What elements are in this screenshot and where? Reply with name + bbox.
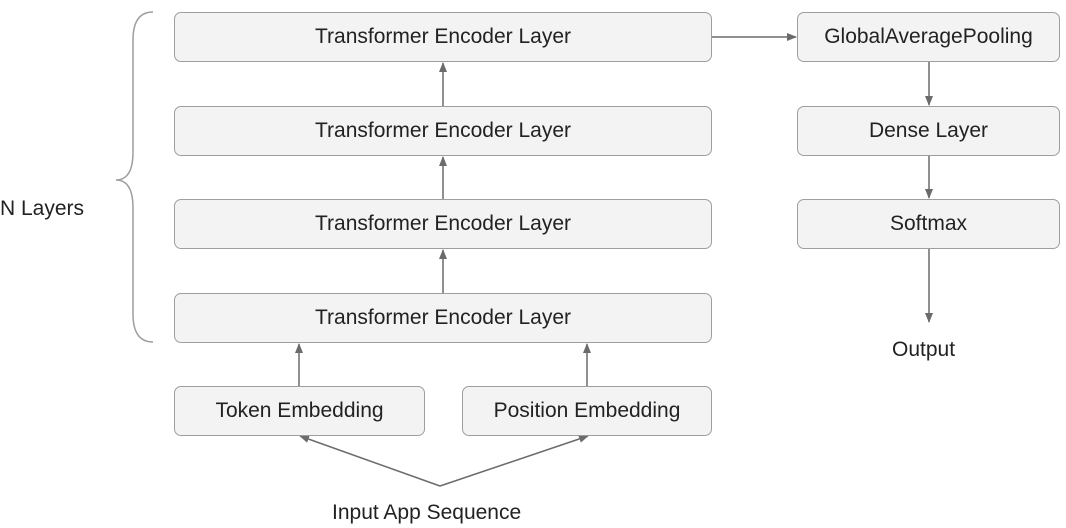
transformer-encoder-layer-4: Transformer Encoder Layer bbox=[174, 12, 712, 62]
dense-layer-box: Dense Layer bbox=[797, 106, 1060, 156]
position-embedding-box: Position Embedding bbox=[462, 386, 712, 436]
arrow-input-to-token bbox=[299, 435, 441, 487]
transformer-encoder-layer-2: Transformer Encoder Layer bbox=[174, 199, 712, 249]
output-label: Output bbox=[892, 338, 956, 361]
input-app-sequence-label: Input App Sequence bbox=[332, 501, 522, 524]
transformer-encoder-layer-3: Transformer Encoder Layer bbox=[174, 106, 712, 156]
encoder-layer-label: Transformer Encoder Layer bbox=[315, 25, 571, 48]
pooling-label: GlobalAveragePooling bbox=[824, 25, 1033, 48]
transformer-encoder-layer-1: Transformer Encoder Layer bbox=[174, 293, 712, 343]
softmax-label: Softmax bbox=[889, 212, 968, 235]
softmax-box: Softmax bbox=[797, 199, 1060, 249]
position-embedding-label: Position Embedding bbox=[493, 399, 681, 422]
token-embedding-box: Token Embedding bbox=[174, 386, 425, 436]
n-layers-label: N Layers bbox=[0, 197, 85, 220]
dense-label: Dense Layer bbox=[868, 119, 989, 142]
encoder-layer-label: Transformer Encoder Layer bbox=[315, 306, 571, 329]
global-average-pooling-box: GlobalAveragePooling bbox=[797, 12, 1060, 62]
n-layers-brace bbox=[115, 11, 154, 343]
encoder-layer-label: Transformer Encoder Layer bbox=[315, 212, 571, 235]
arrow-input-to-position bbox=[439, 435, 589, 487]
encoder-layer-label: Transformer Encoder Layer bbox=[315, 119, 571, 142]
token-embedding-label: Token Embedding bbox=[215, 399, 384, 422]
